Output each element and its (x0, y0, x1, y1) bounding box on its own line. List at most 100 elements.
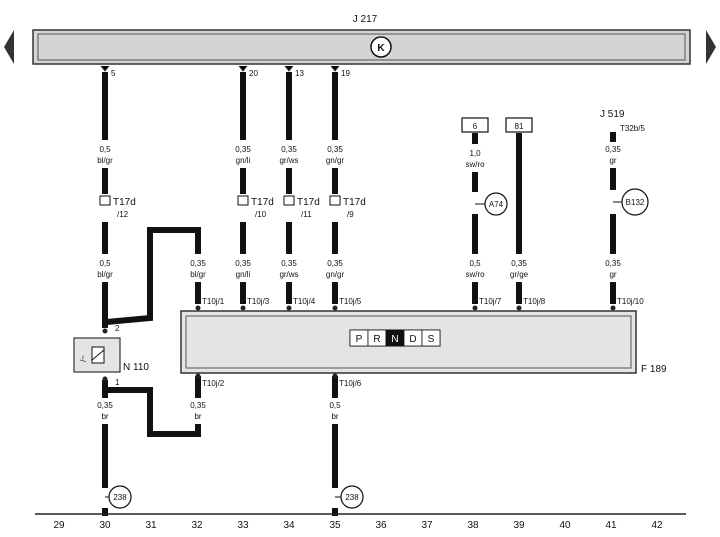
svg-text:sw/ro: sw/ro (465, 160, 485, 169)
svg-text:bl/gr: bl/gr (97, 270, 113, 279)
svg-text:31: 31 (145, 520, 157, 531)
svg-text:D: D (409, 334, 416, 345)
svg-text:42: 42 (651, 520, 663, 531)
svg-text:T10j/8: T10j/8 (523, 297, 546, 306)
svg-text:/9: /9 (347, 210, 354, 219)
pin-13: 13 (295, 69, 304, 78)
svg-text:T10j/7: T10j/7 (479, 297, 502, 306)
svg-text:0,35: 0,35 (281, 145, 297, 154)
svg-text:2: 2 (115, 324, 120, 333)
n110-solenoid (73, 337, 121, 373)
svg-text:0,35: 0,35 (281, 259, 297, 268)
svg-text:/10: /10 (255, 210, 267, 219)
svg-text:238: 238 (345, 493, 359, 502)
svg-text:1: 1 (115, 378, 120, 387)
svg-text:35: 35 (329, 520, 341, 531)
svg-text:0,35: 0,35 (97, 401, 113, 410)
svg-text:37: 37 (421, 520, 433, 531)
svg-text:0,35: 0,35 (511, 259, 527, 268)
terminal-6-box (461, 117, 489, 133)
wire-blgr-jumper (106, 227, 201, 325)
svg-text:T10j/3: T10j/3 (247, 297, 270, 306)
svg-text:0,35: 0,35 (190, 401, 206, 410)
svg-text:T17d: T17d (297, 197, 320, 208)
svg-text:238: 238 (113, 493, 127, 502)
svg-text:32: 32 (191, 520, 203, 531)
svg-text:T10j/10: T10j/10 (617, 297, 644, 306)
svg-text:39: 39 (513, 520, 525, 531)
t32b-label: T32b/5 (620, 124, 645, 133)
svg-text:0,35: 0,35 (190, 259, 206, 268)
svg-text:81: 81 (515, 122, 524, 131)
svg-text:gr/ge: gr/ge (510, 270, 529, 279)
svg-text:gn/li: gn/li (236, 156, 251, 165)
svg-text:33: 33 (237, 520, 249, 531)
terminal-81-box (505, 117, 533, 133)
svg-text:0,5: 0,5 (469, 259, 481, 268)
svg-text:N: N (391, 334, 398, 345)
wire-br-jumper (107, 387, 201, 437)
grid-numbers: 29 30 31 32 33 34 35 36 37 38 39 40 41 4… (53, 520, 663, 531)
svg-text:/11: /11 (301, 210, 312, 219)
t17d-connectors: T17d /12 T17d /10 T17d /11 T17d /9 (99, 195, 366, 219)
svg-text:br: br (331, 412, 338, 421)
j217-control-unit-bar (32, 29, 691, 65)
scroll-left-arrow[interactable] (4, 30, 14, 64)
svg-text:0,35: 0,35 (605, 145, 621, 154)
svg-text:T10j/4: T10j/4 (293, 297, 316, 306)
svg-text:0,35: 0,35 (327, 259, 343, 268)
svg-text:B132: B132 (626, 198, 645, 207)
svg-text:T10j/2: T10j/2 (202, 379, 225, 388)
gear-selector: P R N D S (349, 329, 441, 347)
svg-text:T17d: T17d (113, 197, 136, 208)
svg-text:T10j/6: T10j/6 (339, 379, 362, 388)
svg-text:gn/gr: gn/gr (326, 270, 345, 279)
svg-text:R: R (373, 334, 380, 345)
svg-text:38: 38 (467, 520, 479, 531)
svg-text:gr: gr (609, 270, 616, 279)
j217-symbol: K (377, 43, 385, 54)
svg-text:30: 30 (99, 520, 111, 531)
svg-text:gn/gr: gn/gr (326, 156, 345, 165)
gear-s (421, 329, 441, 347)
j217-symbol-circle (370, 36, 392, 58)
svg-text:br: br (101, 412, 108, 421)
svg-text:0,5: 0,5 (99, 145, 111, 154)
n110-label: N 110 (123, 362, 149, 373)
svg-text:P: P (356, 334, 363, 345)
svg-text:br: br (194, 412, 201, 421)
svg-text:/12: /12 (117, 210, 129, 219)
svg-text:40: 40 (559, 520, 571, 531)
svg-text:0,5: 0,5 (99, 259, 111, 268)
svg-text:sw/ro: sw/ro (465, 270, 485, 279)
j217-label: J 217 (353, 14, 378, 25)
svg-text:bl/gr: bl/gr (97, 156, 113, 165)
svg-text:T17d: T17d (343, 197, 366, 208)
svg-text:T10j/5: T10j/5 (339, 297, 362, 306)
svg-text:~/: ~/ (78, 355, 87, 363)
svg-text:0,35: 0,35 (235, 259, 251, 268)
svg-text:6: 6 (473, 122, 478, 131)
scroll-right-arrow[interactable] (706, 30, 716, 64)
svg-text:0,35: 0,35 (327, 145, 343, 154)
svg-text:0,5: 0,5 (329, 401, 341, 410)
svg-text:A74: A74 (489, 200, 504, 209)
svg-text:T17d: T17d (251, 197, 274, 208)
svg-text:gr/ws: gr/ws (279, 270, 298, 279)
pin-20: 20 (249, 69, 258, 78)
j519-label: J 519 (600, 109, 625, 120)
svg-text:T10j/1: T10j/1 (202, 297, 225, 306)
svg-text:29: 29 (53, 520, 65, 531)
f189-label: F 189 (641, 364, 667, 375)
svg-text:1,0: 1,0 (469, 149, 481, 158)
pin-19: 19 (341, 69, 350, 78)
svg-text:36: 36 (375, 520, 387, 531)
svg-text:gr/ws: gr/ws (279, 156, 298, 165)
svg-text:34: 34 (283, 520, 295, 531)
svg-text:gn/li: gn/li (236, 270, 251, 279)
svg-text:0,35: 0,35 (605, 259, 621, 268)
svg-text:bl/gr: bl/gr (190, 270, 206, 279)
pin-5: 5 (111, 69, 116, 78)
svg-text:41: 41 (605, 520, 617, 531)
